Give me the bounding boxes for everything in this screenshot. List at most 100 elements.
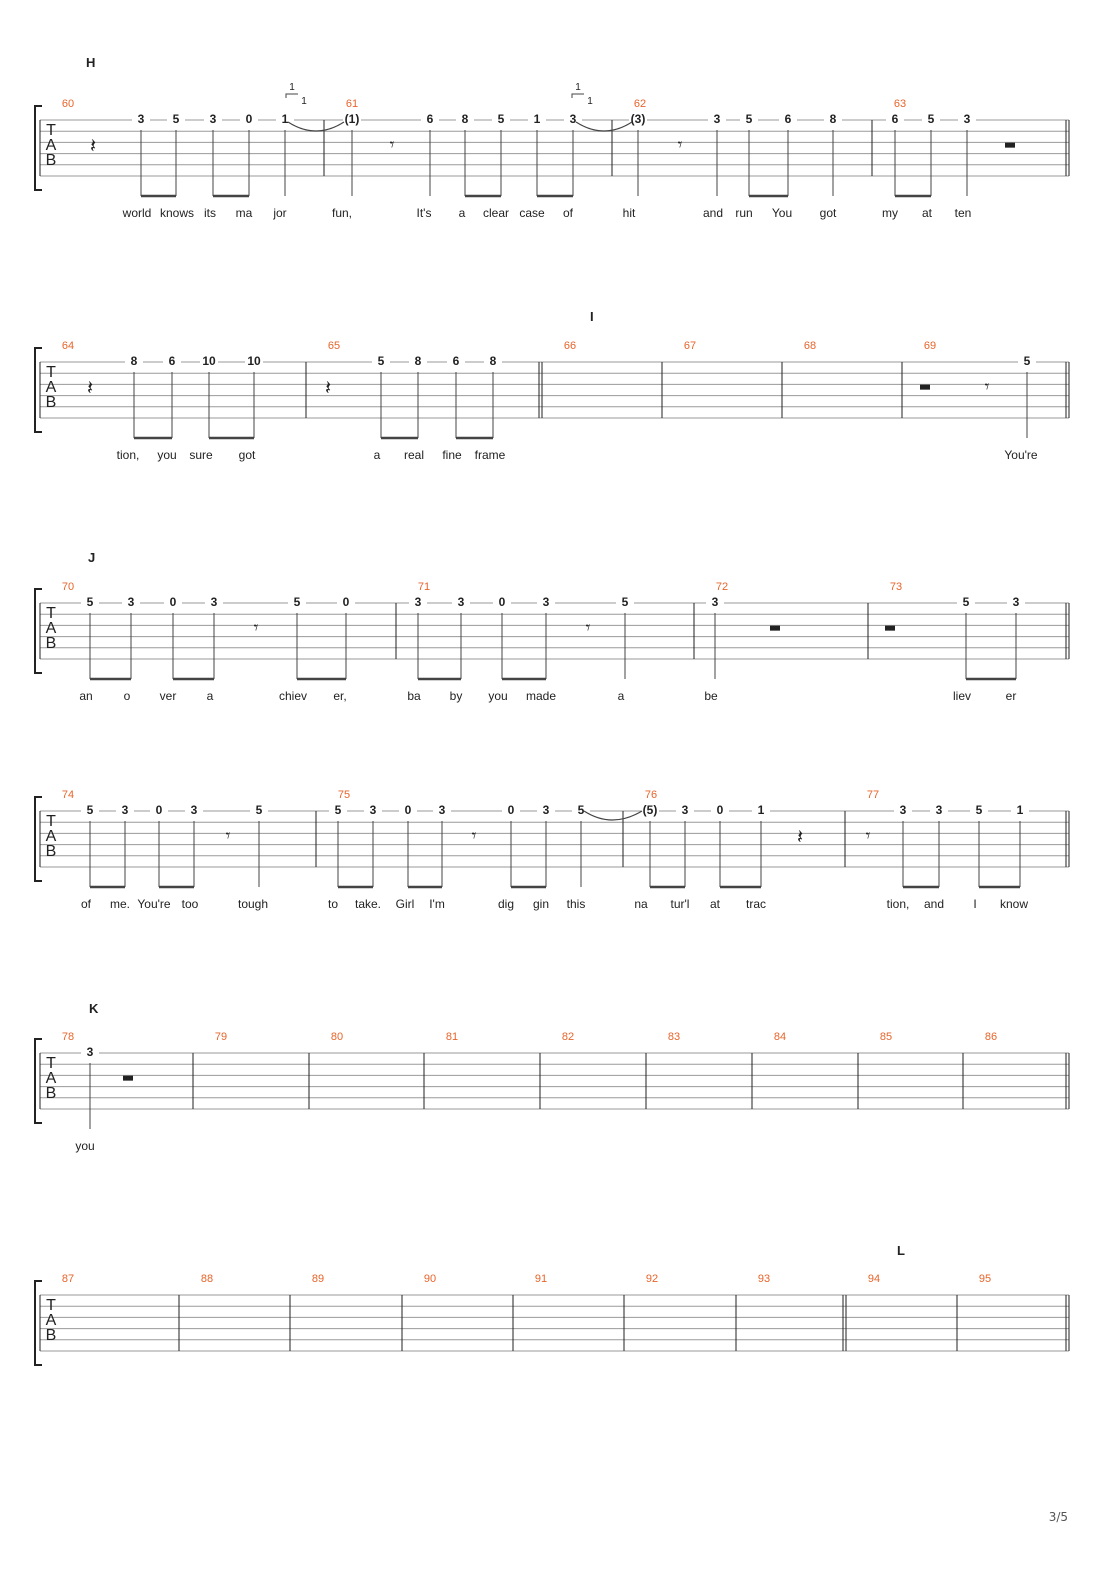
- fret-bg: [706, 597, 724, 609]
- fret-number: 0: [508, 803, 515, 817]
- fret-number: 0: [499, 595, 506, 609]
- tab-clef-letter: A: [46, 379, 57, 396]
- fret-bg: [185, 805, 203, 817]
- tab-clef-letter: A: [46, 1312, 57, 1329]
- lyric-syllable: know: [1000, 897, 1028, 911]
- fret-number: 3: [439, 803, 446, 817]
- lyric-syllable: tion,: [887, 897, 910, 911]
- lyric-syllable: tur'l: [671, 897, 690, 911]
- fret-number: 3: [458, 595, 465, 609]
- fret-bg: [752, 805, 770, 817]
- fret-bg: [1011, 805, 1029, 817]
- fret-number: 1: [758, 803, 765, 817]
- fret-number: 10: [202, 354, 216, 368]
- fret-bg: [502, 805, 520, 817]
- fret-number: 3: [543, 803, 550, 817]
- fret-bg: [1007, 597, 1025, 609]
- fret-number: 8: [131, 354, 138, 368]
- lyric-syllable: run: [735, 206, 752, 220]
- lyric-syllable: fine: [442, 448, 462, 462]
- fret-number: 0: [343, 595, 350, 609]
- section-marker: L: [897, 1243, 905, 1258]
- fret-number: 1: [1017, 803, 1024, 817]
- fret-bg: [329, 805, 347, 817]
- lyric-syllable: I: [973, 897, 976, 911]
- fret-number: 6: [453, 354, 460, 368]
- lyric-syllable: It's: [417, 206, 432, 220]
- lyric-syllable: dig: [498, 897, 514, 911]
- fret-number: 3: [543, 595, 550, 609]
- fret-number: 5: [622, 595, 629, 609]
- lyric-syllable: sure: [189, 448, 213, 462]
- fret-bg: [372, 356, 390, 368]
- fret-bg: [116, 805, 134, 817]
- tuplet-number: 1: [301, 96, 307, 107]
- lyric-syllable: at: [710, 897, 721, 911]
- fret-number: 0: [170, 595, 177, 609]
- measure-number: 88: [201, 1273, 213, 1285]
- tab-clef-letter: T: [46, 605, 56, 622]
- lyric-syllable: You're: [1004, 448, 1038, 462]
- fret-bg: [922, 114, 940, 126]
- lyric-syllable: case: [519, 206, 545, 220]
- measure-number: 83: [668, 1031, 680, 1043]
- fret-bg: [163, 356, 181, 368]
- lyric-syllable: clear: [483, 206, 509, 220]
- page-number: 3/5: [1048, 1510, 1068, 1524]
- lyric-syllable: chiev: [279, 689, 307, 703]
- lyric-syllable: a: [207, 689, 214, 703]
- fret-bg: [957, 597, 975, 609]
- fret-number: (3): [631, 112, 646, 126]
- fret-bg: [343, 114, 361, 126]
- fret-bg: [205, 597, 223, 609]
- measure-number: 84: [774, 1031, 786, 1043]
- lyric-syllable: you: [157, 448, 176, 462]
- tab-clef-letter: B: [46, 152, 57, 169]
- lyric-syllable: a: [459, 206, 466, 220]
- fret-bg: [779, 114, 797, 126]
- fret-number: 3: [900, 803, 907, 817]
- lyric-syllable: tion,: [117, 448, 140, 462]
- half-rest: [885, 625, 895, 631]
- fret-number: 0: [717, 803, 724, 817]
- lyric-syllable: got: [239, 448, 256, 462]
- fret-bg: [886, 114, 904, 126]
- quarter-rest: 𝄽: [87, 376, 93, 400]
- measure-number: 75: [338, 789, 350, 801]
- lyric-syllable: gin: [533, 897, 549, 911]
- lyric-syllable: ver: [160, 689, 177, 703]
- tie-slur: [575, 121, 633, 132]
- measure-number: 86: [985, 1031, 997, 1043]
- fret-number: 10: [247, 354, 261, 368]
- section-marker: J: [88, 550, 95, 565]
- fret-bg: [364, 805, 382, 817]
- lyric-syllable: tough: [238, 897, 268, 911]
- tab-clef-letter: B: [46, 843, 57, 860]
- fret-number: 0: [405, 803, 412, 817]
- eighth-rest: 𝄾: [226, 826, 231, 847]
- fret-number: 3: [191, 803, 198, 817]
- fret-number: 5: [173, 112, 180, 126]
- lyric-syllable: this: [567, 897, 586, 911]
- fret-bg: [288, 597, 306, 609]
- fret-bg: [433, 805, 451, 817]
- fret-number: 5: [578, 803, 585, 817]
- lyric-syllable: er: [1006, 689, 1017, 703]
- fret-bg: [894, 805, 912, 817]
- lyric-syllable: of: [81, 897, 92, 911]
- fret-bg: [456, 114, 474, 126]
- eighth-rest: 𝄾: [586, 618, 591, 639]
- fret-bg: [629, 114, 647, 126]
- system-bracket: [34, 796, 42, 882]
- lyric-syllable: its: [204, 206, 216, 220]
- fret-bg: [409, 356, 427, 368]
- fret-bg: [740, 114, 758, 126]
- fret-bg: [528, 114, 546, 126]
- tuplet-number: 1: [587, 96, 593, 107]
- tab-clef-letter: T: [46, 813, 56, 830]
- measure-number: 92: [646, 1273, 658, 1285]
- measure-number: 94: [868, 1273, 880, 1285]
- tab-clef-letter: A: [46, 828, 57, 845]
- lyric-syllable: and: [703, 206, 723, 220]
- measure-number: 65: [328, 340, 340, 352]
